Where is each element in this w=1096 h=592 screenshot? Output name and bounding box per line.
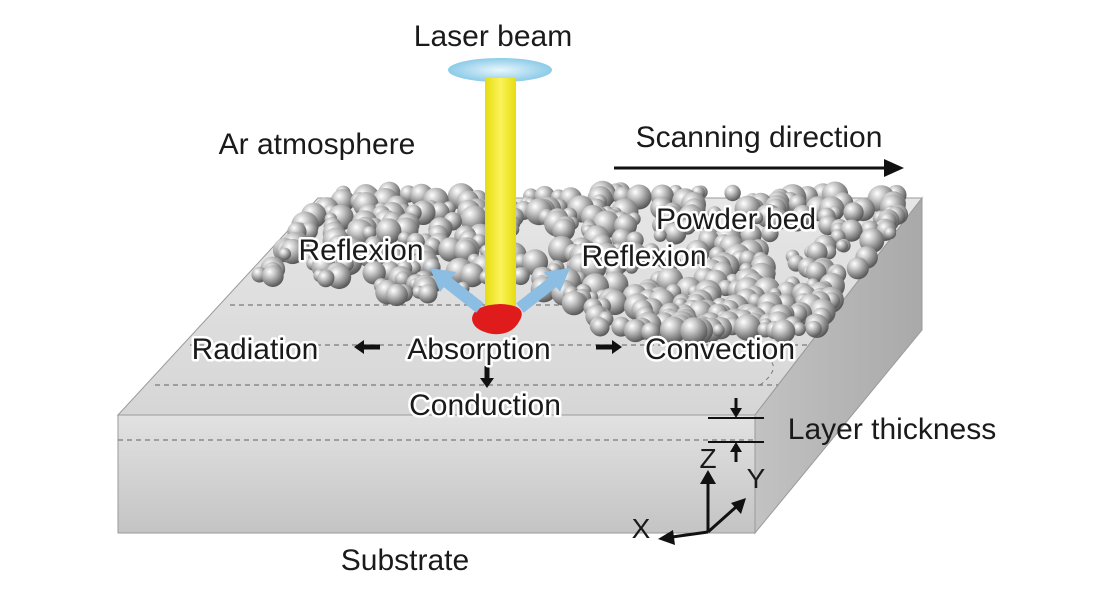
conduction-arrow — [480, 366, 494, 388]
melt-pool — [472, 304, 522, 335]
substrate-front-face — [117, 414, 756, 534]
powder-particle — [552, 218, 575, 242]
powder-particle — [625, 260, 638, 274]
laser-beam — [485, 78, 516, 318]
conduction-label: Conduction — [409, 389, 561, 422]
absorption-label: Absorption — [407, 333, 550, 366]
powder-particle — [843, 202, 864, 223]
substrate-label: Substrate — [341, 544, 469, 577]
powder-particle — [761, 224, 779, 243]
x-axis — [671, 530, 709, 539]
powder-particle — [261, 265, 284, 287]
powder-particle — [385, 283, 408, 307]
scanning-direction-arrow — [614, 159, 904, 177]
powder-particle — [389, 249, 404, 263]
powder-particle — [883, 227, 897, 240]
reflexion-arrow-left — [430, 268, 484, 313]
powder-particle — [805, 261, 827, 283]
powder-particle — [680, 317, 708, 345]
powder-particle — [511, 267, 530, 286]
powder-particle — [278, 247, 291, 261]
reflexion-right-label: Reflexion — [581, 240, 706, 273]
radiation-label: Radiation — [192, 333, 319, 366]
layer-thickness-label: Layer thickness — [788, 413, 996, 446]
powder-particle — [835, 239, 848, 252]
reflexion-arrow-right — [516, 268, 570, 313]
axis-y-label: Y — [747, 463, 766, 494]
powder-particle — [789, 216, 805, 232]
powder-particle — [750, 211, 764, 225]
powder-particle — [653, 228, 667, 242]
axis-z-label: Z — [699, 443, 716, 474]
powder-particle — [805, 320, 822, 337]
powder-particle — [591, 317, 610, 337]
layer-thickness-marker — [708, 398, 764, 462]
convection-arrow — [596, 340, 622, 354]
powder-particle — [641, 322, 660, 342]
powder-particle — [707, 206, 722, 221]
laser-beam-label: Laser beam — [414, 20, 572, 53]
powder-particle — [846, 257, 869, 280]
powder-bed-label: Powder bed — [656, 203, 816, 236]
powder-particle — [623, 319, 648, 343]
axes-triad — [658, 470, 746, 545]
powder-particle — [375, 218, 402, 245]
reflexion-left-label: Reflexion — [298, 234, 423, 267]
powder-particle — [773, 214, 789, 229]
powder-particle — [724, 184, 741, 202]
powder-particle — [327, 265, 352, 290]
laser-lens — [448, 58, 552, 82]
scanning-direction-label: Scanning direction — [636, 121, 883, 154]
radiation-arrow — [354, 340, 380, 354]
powder-particle — [806, 241, 828, 263]
powder-particle — [664, 253, 681, 270]
powder-particle — [643, 243, 660, 260]
powder-particle — [659, 316, 687, 344]
powder-particle — [792, 322, 806, 336]
powder-particle — [712, 323, 725, 337]
powder-particle — [840, 219, 863, 242]
convection-label: Convection — [645, 333, 795, 366]
y-axis — [707, 505, 737, 534]
powder-particle — [664, 222, 687, 245]
powder-particle — [685, 239, 710, 265]
powder-particle — [317, 270, 335, 288]
powder-particle — [771, 319, 796, 344]
layer-line-side — [759, 359, 774, 386]
atmosphere-label: Ar atmosphere — [219, 128, 416, 161]
powder-particle — [418, 284, 438, 304]
powder-particle — [561, 290, 587, 316]
axis-x-label: X — [632, 513, 651, 544]
powder-particle — [460, 263, 485, 288]
powder-particle — [580, 254, 607, 281]
powder-particle — [734, 314, 761, 341]
